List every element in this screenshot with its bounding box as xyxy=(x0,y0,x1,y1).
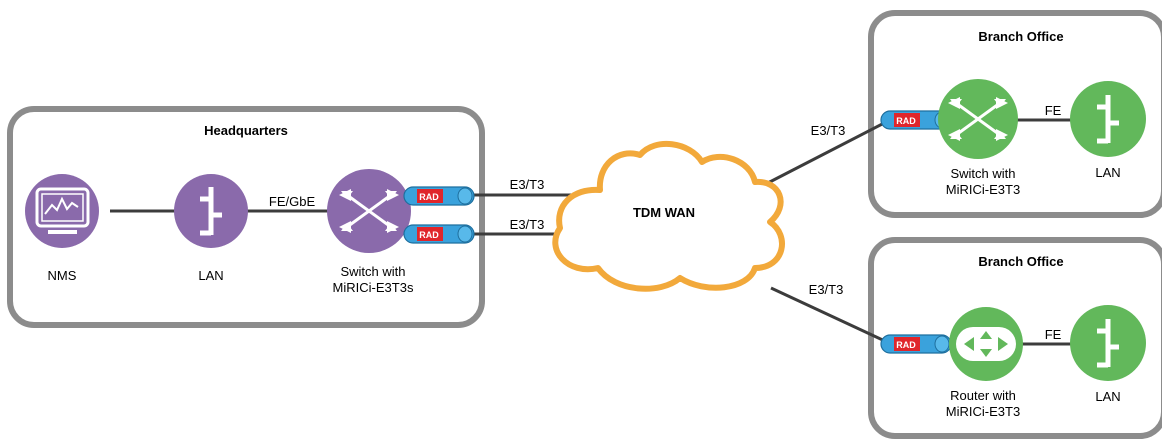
branch1-switch-device xyxy=(938,79,1018,159)
svg-text:RAD: RAD xyxy=(896,340,916,350)
hq-switch-device xyxy=(327,169,411,253)
branch2-lan-device xyxy=(1070,305,1146,381)
branch2-title: Branch Office xyxy=(978,254,1063,269)
hq-link2-label: E3/T3 xyxy=(510,217,545,232)
hq-sfp-module-2: RAD xyxy=(403,224,475,244)
branch2-wan-link-label: E3/T3 xyxy=(809,282,844,297)
hq-fe-gbe-label: FE/GbE xyxy=(269,194,316,209)
branch1-title: Branch Office xyxy=(978,29,1063,44)
branch1-fe-label: FE xyxy=(1045,103,1062,118)
branch2-device-label-line1: Router with xyxy=(950,388,1016,403)
branch1-device-label-line2: MiRICi-E3T3 xyxy=(946,182,1020,197)
branch2-sfp-module: RAD xyxy=(880,334,952,354)
headquarters-title: Headquarters xyxy=(204,123,288,138)
router-arrows-icon xyxy=(956,327,1016,361)
sfp-module-icon xyxy=(880,334,952,354)
svg-text:RAD: RAD xyxy=(419,192,439,202)
sfp-module-icon xyxy=(403,224,475,244)
branch1-sfp-module: RAD xyxy=(880,110,952,130)
branch1-device-label-line1: Switch with xyxy=(950,166,1015,181)
branch1-wan-link-label: E3/T3 xyxy=(811,123,846,138)
wan-branch2-link xyxy=(770,286,888,344)
branch2-lan-label: LAN xyxy=(1095,389,1120,404)
monitor-icon xyxy=(35,187,90,234)
branch2-router-device xyxy=(949,307,1023,381)
hq-lan-device xyxy=(174,174,248,248)
branch2-device-label-line2: MiRICi-E3T3 xyxy=(946,404,1020,419)
hq-lan-label: LAN xyxy=(198,268,223,283)
branch1-lan-device xyxy=(1070,81,1146,157)
svg-text:RAD: RAD xyxy=(896,116,916,126)
tdm-wan-cloud-icon xyxy=(552,140,785,292)
connection-lines xyxy=(110,118,1072,346)
nms-label: NMS xyxy=(48,268,77,283)
svg-text:RAD: RAD xyxy=(419,230,439,240)
hq-link1-label: E3/T3 xyxy=(510,177,545,192)
branch1-lan-label: LAN xyxy=(1095,165,1120,180)
nms-device xyxy=(25,174,99,248)
wan-branch1-link xyxy=(761,118,891,188)
sfp-module-icon xyxy=(403,186,475,206)
tdm-wan-label: TDM WAN xyxy=(633,205,695,220)
hq-switch-label-line2: MiRICi-E3T3s xyxy=(333,280,414,295)
hq-sfp-module-1: RAD xyxy=(403,186,475,206)
hq-switch-label-line1: Switch with xyxy=(340,264,405,279)
branch2-fe-label: FE xyxy=(1045,327,1062,342)
